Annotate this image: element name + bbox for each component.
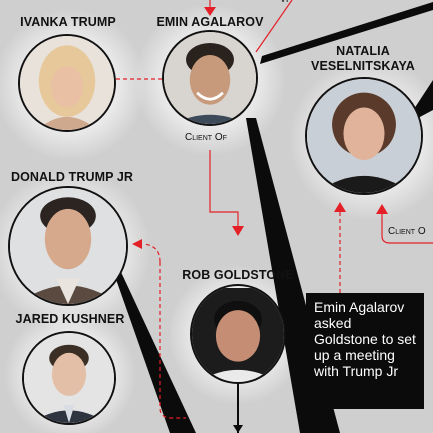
connector-natalia-client — [381, 206, 433, 244]
portrait-emin-image — [164, 32, 256, 124]
portrait-natalia-image — [307, 79, 421, 193]
portrait-don-jr — [8, 186, 128, 306]
relation-client-of-right: Client O — [388, 226, 426, 237]
connector-top-arrow — [204, 7, 216, 16]
black-wedge-donjr — [112, 268, 196, 433]
black-wedge-right — [412, 80, 433, 118]
name-ivanka-trump: IVANKA TRUMP — [20, 15, 116, 29]
black-wedge-top — [260, 2, 433, 64]
callout-box: Emin Agalarov asked Goldstone to set up … — [306, 293, 424, 409]
relation-vp: VP — [280, 0, 292, 4]
relation-client-of-left: Client Of — [185, 132, 227, 143]
portrait-ivanka — [18, 34, 116, 132]
name-natalia-line1: NATALIA — [336, 44, 390, 58]
connector-emin-rob-arrow — [232, 226, 244, 236]
name-jared-kushner: JARED KUSHNER — [15, 312, 125, 326]
connector-natalia-arrow — [334, 202, 346, 212]
portrait-rob-image — [192, 288, 284, 380]
portrait-ivanka-image — [20, 36, 114, 130]
portrait-jared-image — [24, 333, 114, 423]
connector-emin-rob — [209, 150, 239, 228]
connector-donjr-arrow — [132, 239, 142, 249]
callout-text: Emin Agalarov asked Goldstone to set up … — [314, 299, 416, 379]
portrait-emin — [162, 30, 258, 126]
connector-vp — [255, 0, 293, 53]
connector-natalia-client-arrow — [376, 204, 388, 214]
connector-donjr-curve — [143, 243, 161, 263]
name-natalia-veselnitskaya: NATALIA VESELNITSKAYA — [300, 44, 426, 74]
portrait-rob — [190, 284, 286, 384]
name-natalia-line2: VESELNITSKAYA — [311, 59, 415, 73]
portrait-natalia — [305, 77, 423, 195]
name-emin-agalarov: EMIN AGALAROV — [156, 15, 264, 29]
name-rob-goldstone: ROB GOLDSTONE — [182, 268, 294, 282]
name-donald-trump-jr: DONALD TRUMP JR — [10, 170, 134, 184]
connector-bottom-dashed — [159, 262, 186, 419]
portrait-don-jr-image — [10, 188, 126, 304]
rob-down-arrow — [233, 425, 243, 433]
portrait-jared — [22, 331, 116, 425]
